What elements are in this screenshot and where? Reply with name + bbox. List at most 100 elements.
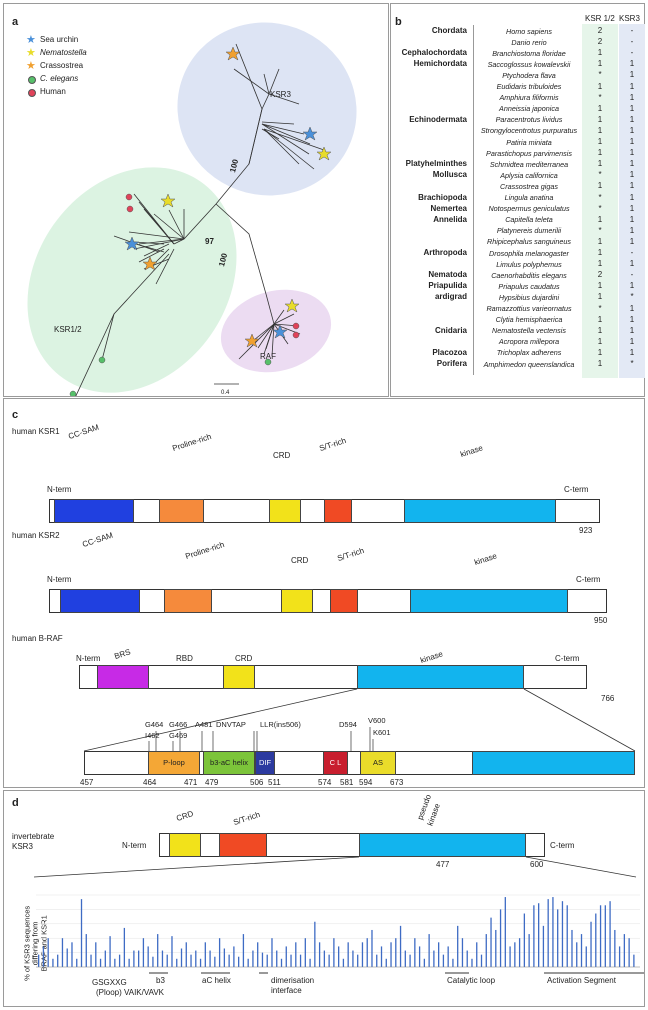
- panel-c-label: c: [12, 409, 19, 421]
- ksr2-domain-label: kinase: [473, 551, 498, 567]
- species-name: Homo sapiens: [506, 26, 552, 36]
- difference-bar: [618, 946, 621, 967]
- braf-domain-label: BRS: [113, 647, 132, 661]
- human-dot-marker: [292, 322, 300, 330]
- activation-segment-domain: AS: [360, 751, 396, 775]
- position-label: 471: [184, 778, 198, 787]
- species-name: Rhipicephalus sanguineus: [487, 237, 571, 247]
- nematostella-star-marker: [160, 193, 176, 208]
- phylum-bracket: [473, 25, 474, 375]
- bootstrap-value: 97: [205, 237, 214, 246]
- ksr12-count: 1: [597, 359, 603, 368]
- catalytic-loop-domain: C L: [323, 751, 348, 775]
- position-label: 479: [205, 778, 219, 787]
- ksr12-count: 1: [597, 103, 603, 113]
- difference-bar: [104, 950, 106, 967]
- human-dot-marker: [125, 193, 133, 201]
- panel-d-label: d: [12, 797, 19, 809]
- c-elegans-dot-marker: [264, 358, 272, 366]
- difference-bar: [61, 938, 64, 967]
- position-label: 574: [318, 778, 332, 787]
- difference-bar: [476, 942, 478, 967]
- difference-bar: [42, 946, 45, 967]
- species-name: Lingula anatina: [504, 193, 554, 202]
- species-name: Caenorhabditis elegans: [491, 270, 567, 280]
- ksr12-count: *: [598, 170, 602, 180]
- phylum-label: Porifera: [436, 359, 467, 368]
- ksr3-count: 1: [629, 70, 635, 80]
- ksr2-domain-label: Proline-rich: [184, 539, 226, 561]
- ksr3-count: 1: [629, 303, 635, 313]
- ksr2-domain-label: CC-SAM: [81, 530, 115, 549]
- difference-bar: [342, 958, 345, 967]
- dot-icon: [28, 89, 36, 97]
- legend-label: C. elegans: [40, 74, 79, 83]
- difference-bar: [90, 954, 92, 967]
- phylum-label: ardigrad: [434, 292, 467, 302]
- ksr3-count: 1: [629, 314, 635, 324]
- ksr12-count: 1: [597, 137, 603, 146]
- difference-bar: [218, 938, 221, 967]
- difference-bar: [180, 948, 183, 967]
- difference-bar: [109, 936, 111, 967]
- phylum-label: Cephalochordata: [401, 48, 467, 58]
- residue-label: V600: [368, 716, 386, 725]
- as-label: AS: [372, 758, 383, 768]
- difference-bar: [466, 950, 468, 967]
- difference-bar: [199, 958, 202, 967]
- braf-domain-label: kinase: [419, 649, 444, 665]
- difference-bar: [314, 921, 316, 967]
- difference-bar: [628, 938, 630, 967]
- ksr12-count: 1: [597, 159, 603, 169]
- difference-bar: [333, 938, 335, 967]
- difference-bar: [157, 934, 159, 967]
- difference-bar: [261, 952, 264, 967]
- position-label: 511: [268, 778, 281, 787]
- difference-bar: [542, 925, 545, 967]
- difference-bar: [242, 934, 245, 967]
- difference-bar: [76, 958, 78, 967]
- difference-bar: [557, 909, 559, 967]
- ksr3-count: 1: [629, 125, 635, 135]
- difference-bar: [585, 946, 587, 967]
- ksr3-count: 1: [629, 159, 635, 169]
- ksr3-count: 1: [629, 192, 635, 202]
- dot-icon: [28, 76, 36, 84]
- crassostrea-star-marker: [225, 46, 241, 61]
- difference-bar: [228, 954, 230, 967]
- species-name: Aplysia californica: [500, 170, 558, 180]
- nematostella-star-marker: [284, 298, 300, 313]
- scale-bar-label: 0.4: [221, 390, 230, 396]
- ksr3-count: 1: [629, 203, 635, 213]
- difference-bar: [176, 958, 178, 967]
- difference-bar: [204, 942, 206, 967]
- difference-bar: [599, 905, 602, 967]
- sea-urchin-star-marker: [124, 236, 140, 251]
- difference-bar: [385, 958, 387, 967]
- phylum-label: Priapulida: [428, 281, 467, 291]
- species-name: Patiria miniata: [506, 137, 552, 147]
- ksr3-title-line2: KSR3: [12, 842, 33, 851]
- ksr12-count: *: [598, 203, 602, 213]
- ksr3-count: 1: [629, 81, 635, 91]
- difference-bar: [99, 958, 102, 967]
- difference-bar: [433, 950, 435, 967]
- ksr1-title: human KSR1: [12, 427, 60, 436]
- b3-ac-label: b3-aC helix: [210, 758, 248, 768]
- difference-bar: [442, 954, 445, 967]
- difference-bar: [423, 958, 426, 967]
- ksr1-kinase-domain: [404, 499, 556, 523]
- ploop-label: P-loop: [163, 758, 185, 768]
- ksr3-count: 1: [629, 137, 635, 146]
- ksr2-cterm: C-term: [576, 575, 601, 584]
- panel-a-label: a: [12, 16, 19, 28]
- difference-bar: [328, 954, 330, 967]
- ksr12-count: 1: [597, 281, 603, 291]
- braf-domain-label: CRD: [235, 654, 253, 663]
- ksr12-count: *: [598, 303, 602, 313]
- difference-bar: [566, 905, 568, 967]
- ksr12-count: 2: [597, 26, 603, 35]
- ksr2-domain-label: CRD: [291, 556, 309, 565]
- difference-bar: [595, 913, 597, 967]
- species-name: Drosophila melanogaster: [489, 248, 569, 258]
